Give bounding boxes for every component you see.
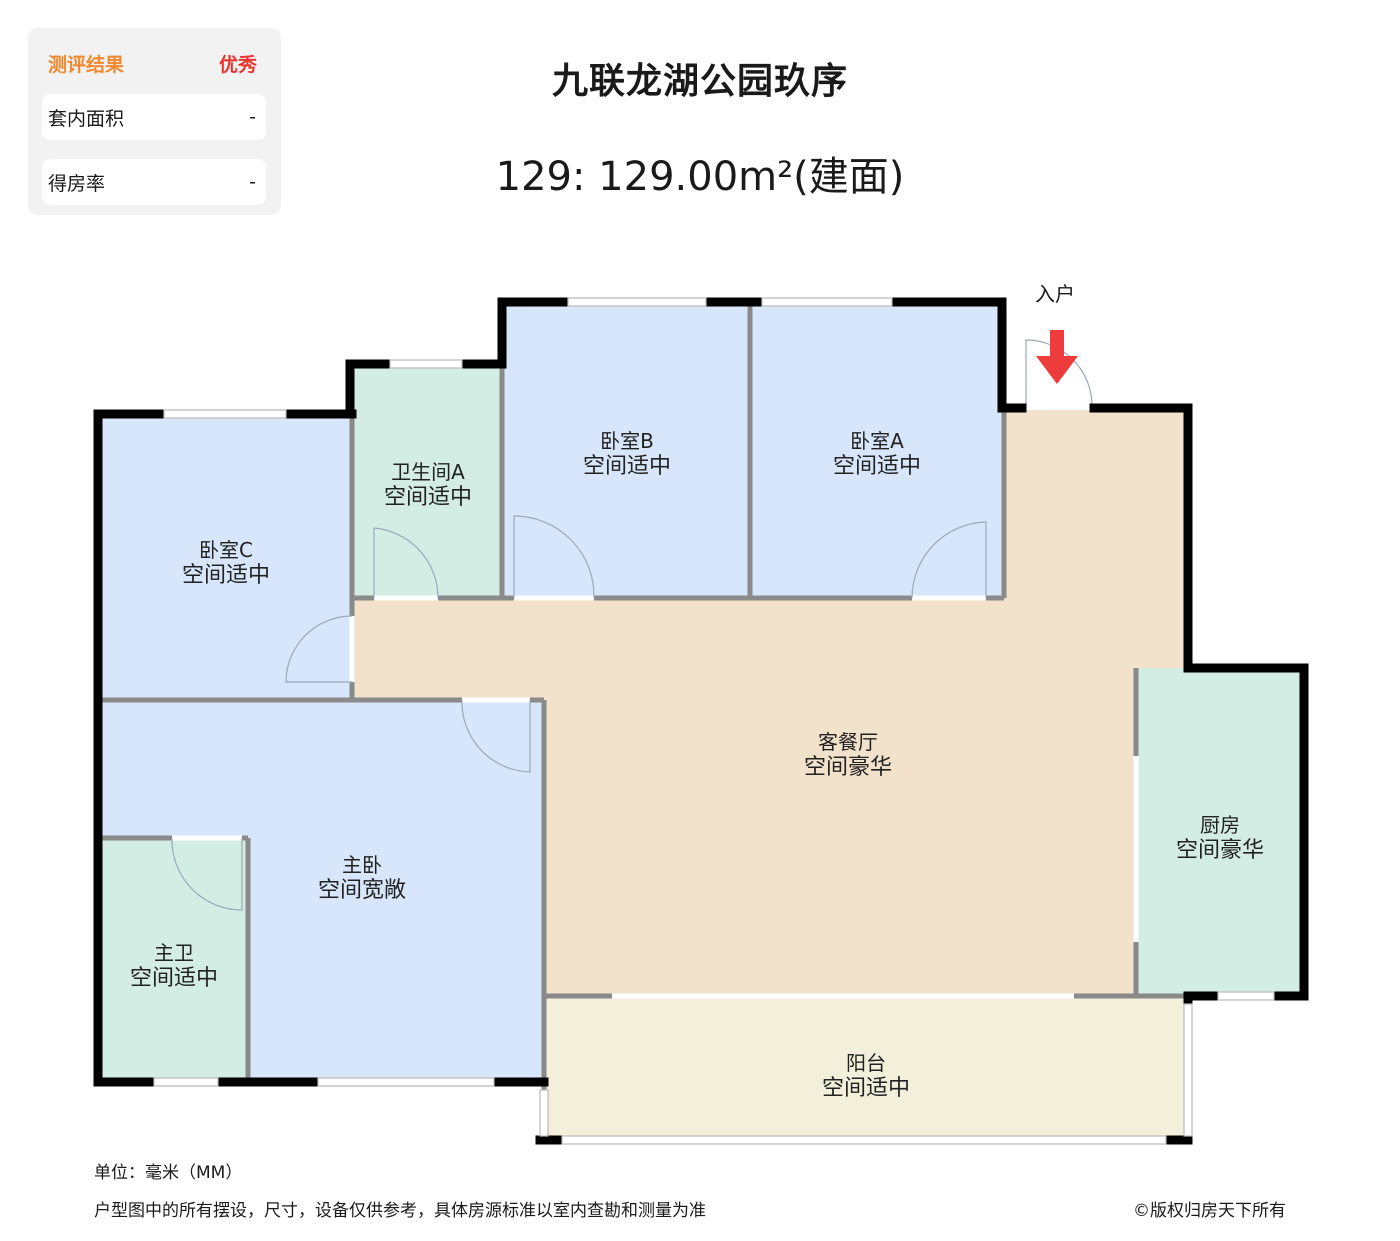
inner-area-row: 套内面积 -: [42, 94, 266, 140]
inner-area-label: 套内面积: [48, 107, 125, 130]
room-rating: 空间适中: [582, 454, 672, 479]
room-kitchen: 厨房 空间豪华: [1176, 812, 1264, 864]
room-name: 卧室C: [199, 538, 253, 562]
evaluation-label: 测评结果: [48, 54, 125, 76]
page-title: 九联龙湖公园玖序: [551, 61, 848, 102]
room-master-bedroom: 主卧 空间宽敞: [318, 852, 406, 904]
room-rating: 空间适中: [181, 563, 271, 588]
room-bedroom-a: 卧室A 空间适中: [833, 428, 921, 480]
room-bathroom-a: 卫生间A 空间适中: [384, 459, 472, 511]
efficiency-row: 得房率 -: [42, 159, 266, 205]
room-fill-balcony: [544, 996, 1188, 1142]
room-name: 卧室A: [850, 429, 904, 453]
door-openings: [172, 595, 1139, 999]
room-rating: 空间宽敞: [317, 878, 407, 903]
room-fill-kitchen: [1136, 668, 1304, 996]
evaluation-header: 测评结果 优秀: [48, 50, 257, 77]
room-rating: 空间适中: [383, 485, 473, 510]
evaluation-card: 测评结果 优秀 套内面积 - 得房率 -: [28, 28, 281, 215]
room-rating: 空间豪华: [803, 755, 893, 780]
room-name: 主卫: [153, 941, 194, 965]
room-living-dining: 客餐厅 空间豪华: [804, 729, 892, 781]
room-name: 卫生间A: [391, 460, 465, 484]
inner-area-value: -: [249, 106, 256, 128]
room-name: 卧室B: [600, 429, 654, 453]
copyright: ©版权归房天下所有: [1133, 1201, 1286, 1221]
room-bedroom-b: 卧室B 空间适中: [583, 428, 671, 480]
room-fill-living-dining: [352, 410, 1188, 996]
exterior-walls: [93, 297, 1309, 1145]
room-rating: 空间适中: [832, 454, 922, 479]
room-bedroom-c: 卧室C 空间适中: [182, 537, 270, 589]
room-balcony: 阳台 空间适中: [822, 1050, 910, 1102]
efficiency-label: 得房率: [48, 172, 106, 195]
room-fill-master-bedroom: [100, 700, 544, 1082]
room-name: 客餐厅: [817, 730, 878, 754]
room-fill-bedroom-a: [750, 302, 1004, 598]
disclaimer: 户型图中的所有摆设，尺寸，设备仅供参考，具体房源标准以室内查勘和测量为准: [94, 1201, 706, 1221]
room-fill-master-bath: [100, 838, 248, 1082]
room-fill-bedroom-b: [502, 302, 750, 598]
area-subtitle: 129: 129.00m²(建面): [495, 154, 905, 200]
room-fill-bedroom-c: [100, 414, 352, 700]
room-master-bath: 主卫 空间适中: [130, 940, 218, 992]
entry-arrow-icon: [1036, 330, 1078, 384]
room-rating: 空间适中: [821, 1076, 911, 1101]
room-rating: 空间豪华: [1175, 838, 1265, 863]
unit-note: 单位：毫米（MM）: [94, 1163, 243, 1183]
efficiency-value: -: [249, 171, 256, 193]
room-name: 厨房: [1199, 813, 1240, 837]
room-name: 阳台: [845, 1051, 886, 1075]
room-name: 主卧: [341, 853, 382, 877]
room-rating: 空间适中: [129, 966, 219, 991]
windows: [153, 297, 1275, 1145]
entry-label: 入户: [1035, 282, 1075, 306]
evaluation-grade: 优秀: [218, 54, 257, 76]
